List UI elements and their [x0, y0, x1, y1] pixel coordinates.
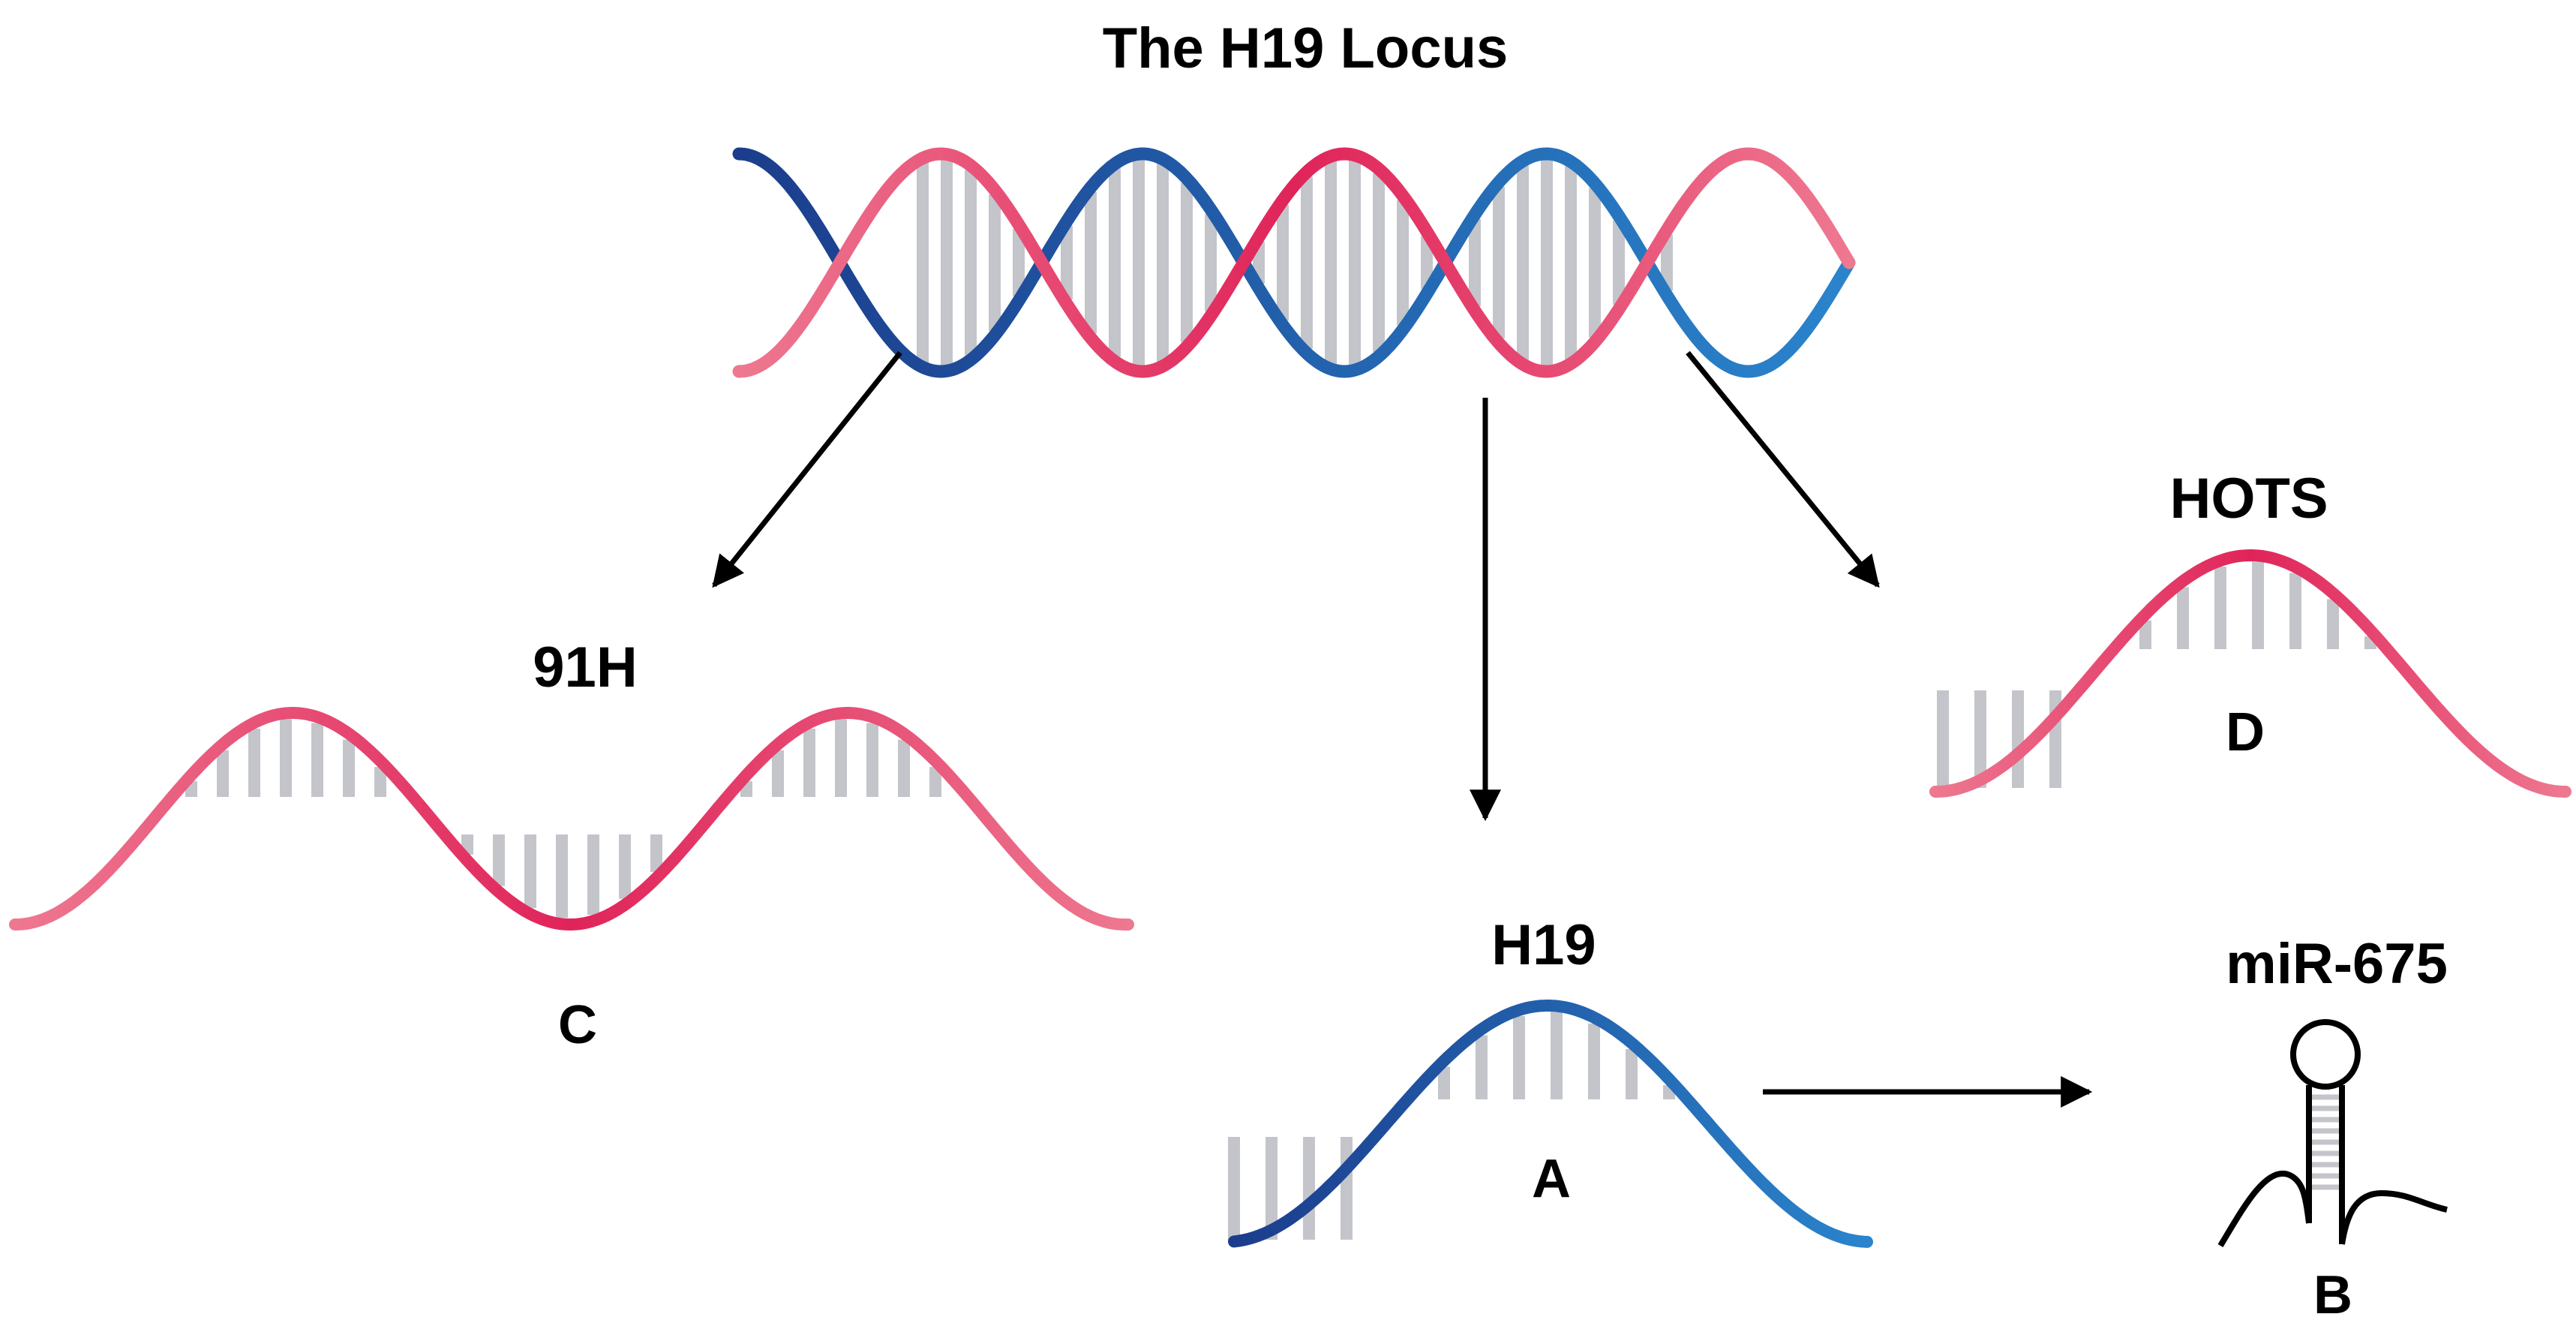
strand-h19: [1228, 1000, 1873, 1248]
helix-strand-red: [732, 147, 1856, 378]
tag-d: D: [2226, 702, 2265, 762]
arrow-to-91h: [712, 350, 902, 588]
diagram-title: The H19 Locus: [1103, 17, 1509, 80]
label-hots: HOTS: [2169, 467, 2328, 531]
dna-double-helix: [732, 147, 1856, 378]
mir675-hairpin-icon: [2217, 1019, 2448, 1248]
arrow-to-hots: [1686, 350, 1880, 588]
label-91h: 91H: [533, 636, 637, 699]
label-h19: H19: [1491, 913, 1596, 977]
tag-b: B: [2313, 1265, 2352, 1323]
tag-a: A: [1532, 1149, 1571, 1209]
strand-91h: [9, 707, 1134, 931]
strand-hots: [1929, 549, 2571, 798]
transcript-h19: [1228, 1000, 1873, 1248]
label-mir675: miR-675: [2226, 932, 2448, 996]
transcript-91h: [9, 707, 1134, 931]
tag-c: C: [558, 995, 597, 1055]
helix-strand-blue: [732, 147, 1856, 378]
transcript-hots: [1929, 549, 2571, 798]
